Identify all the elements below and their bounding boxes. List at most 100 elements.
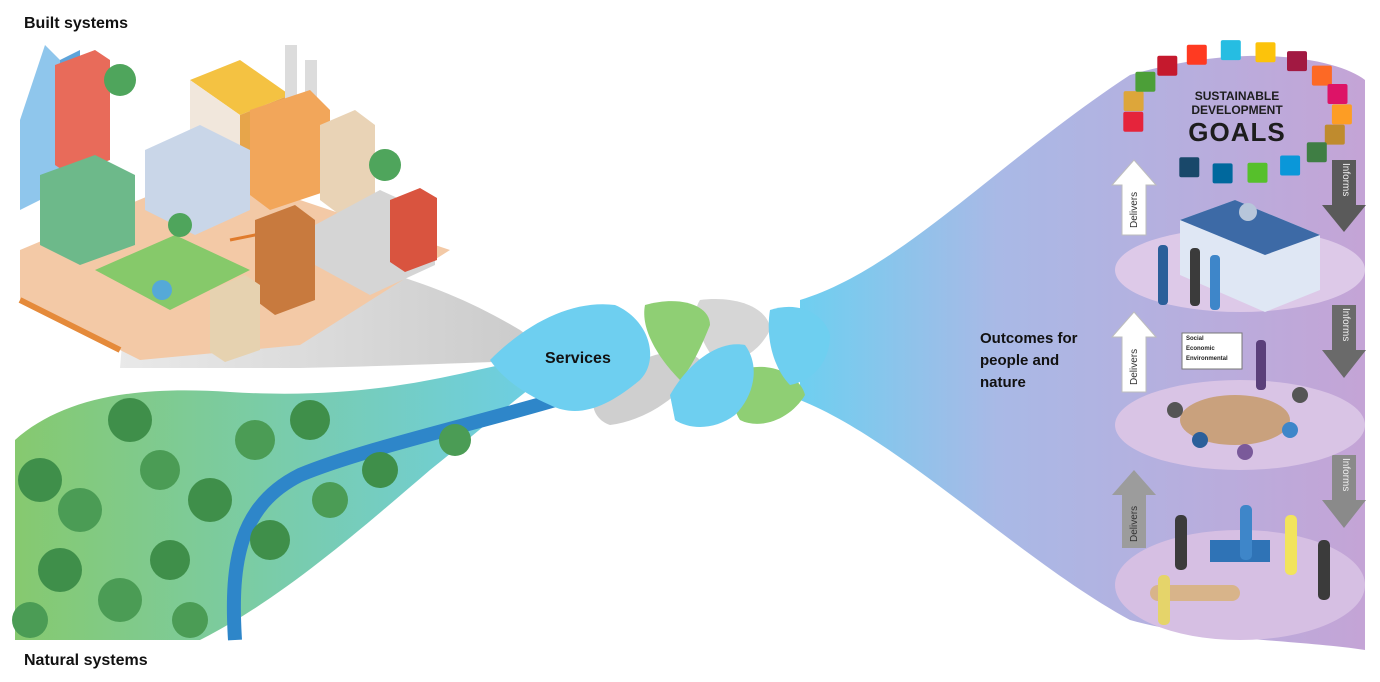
- orange-building: [250, 90, 330, 210]
- delivers-arrow: [1110, 311, 1158, 393]
- forest-tree: [235, 420, 275, 460]
- forest-tree: [250, 520, 290, 560]
- informs-label: Informs: [1340, 458, 1351, 492]
- person: [1190, 248, 1200, 306]
- green-office: [40, 155, 135, 265]
- person: [1158, 245, 1168, 305]
- beige-tower: [320, 110, 375, 215]
- meeting-scene: [1115, 332, 1365, 470]
- attendee: [1237, 444, 1253, 460]
- forest-tree: [58, 488, 102, 532]
- informs-label: Informs: [1340, 163, 1351, 197]
- sdg-tile: [1179, 157, 1200, 178]
- construction-scene: [1115, 505, 1365, 640]
- natural-systems-illustration: [12, 365, 560, 641]
- meeting-table: [1180, 395, 1290, 445]
- sdg-title-line1: SUSTAINABLE: [1194, 89, 1280, 103]
- sdg-tile: [1186, 44, 1207, 65]
- red-house: [390, 188, 437, 272]
- natural-systems-title: Natural systems: [24, 652, 148, 669]
- worker: [1158, 575, 1170, 625]
- braid-strand-blue-3: [768, 306, 830, 385]
- forest-tree: [98, 578, 142, 622]
- glass-tower: [20, 45, 60, 210]
- sdg-tile: [1280, 155, 1301, 176]
- informs-arrows: [1322, 160, 1366, 528]
- brick-apartment: [255, 205, 315, 315]
- sdg-tile: [1327, 84, 1348, 104]
- board-row: Environmental: [1186, 356, 1228, 362]
- worker: [1240, 505, 1252, 560]
- attendee: [1292, 387, 1308, 403]
- sdg-tile: [1324, 124, 1345, 145]
- scaffold-building: [210, 275, 260, 362]
- built-systems-title: Built systems: [24, 15, 129, 32]
- services-label: Services: [545, 350, 611, 367]
- whiteboard: [1181, 332, 1243, 370]
- forest-tree: [140, 450, 180, 490]
- delivers-label: Delivers: [1129, 505, 1140, 542]
- presenter: [1256, 340, 1266, 390]
- forest-tree: [188, 478, 232, 522]
- railway: [18, 297, 122, 353]
- attendee: [1282, 422, 1298, 438]
- timber-log: [1150, 585, 1240, 601]
- sdg-tile: [1255, 42, 1276, 63]
- forest-tree: [38, 548, 82, 592]
- delivers-label: Delivers: [1129, 348, 1140, 385]
- braid-strand-blue-2: [670, 344, 754, 427]
- sdg-tile: [1247, 162, 1268, 183]
- sdg-title-line3: GOALS: [1188, 117, 1286, 147]
- informs-arrow: [1322, 305, 1366, 378]
- forest-tree: [290, 400, 330, 440]
- city-plaza-grass: [95, 235, 250, 310]
- city-tree: [104, 64, 136, 96]
- forest-tree: [439, 424, 471, 456]
- worker: [1175, 515, 1187, 570]
- board-row: Economic: [1186, 346, 1215, 352]
- sdg-tile: [1212, 163, 1233, 184]
- braid-strand-grey-2: [695, 299, 770, 361]
- governance-scene: [1115, 200, 1365, 312]
- forest-tree: [108, 398, 152, 442]
- sdg-ring: [1123, 40, 1352, 184]
- sdg-tile: [1123, 111, 1144, 132]
- delivers-arrow: [1112, 470, 1156, 548]
- city-tree: [369, 149, 401, 181]
- informs-arrow: [1322, 160, 1366, 232]
- attendee: [1192, 432, 1208, 448]
- civic-building: [145, 125, 250, 235]
- braid-strand-blue-1: [490, 304, 651, 411]
- services-braid: [490, 299, 830, 427]
- sdg-tile: [1123, 91, 1144, 112]
- forest-tree: [18, 458, 62, 502]
- worker: [1318, 540, 1330, 600]
- sdg-tile: [1306, 142, 1327, 163]
- sdg-tile: [1220, 40, 1241, 61]
- fountain: [152, 280, 172, 300]
- sdg-tile: [1287, 51, 1307, 72]
- delivers-arrows: [1110, 159, 1158, 548]
- sdg-title-line2: DEVELOPMENT: [1191, 103, 1283, 117]
- outcomes-label: Outcomes for people and nature: [980, 330, 1078, 391]
- forest-tree: [362, 452, 398, 488]
- red-building: [55, 50, 110, 175]
- sdg-tile: [1135, 71, 1156, 92]
- forest-tree: [12, 602, 48, 638]
- informs-label: Informs: [1340, 308, 1351, 342]
- forest-tree: [312, 482, 348, 518]
- forest-trees: [12, 398, 471, 638]
- sdg-tile: [1331, 104, 1352, 125]
- person: [1210, 255, 1220, 310]
- built-systems-illustration: [18, 45, 560, 368]
- worker: [1285, 515, 1297, 575]
- forest-tree: [172, 602, 208, 638]
- sdg-tile: [1157, 55, 1178, 76]
- board-row: Social: [1186, 336, 1204, 342]
- attendee: [1167, 402, 1183, 418]
- delivers-label: Delivers: [1129, 191, 1140, 228]
- informs-arrow: [1322, 455, 1366, 528]
- sdg-tile: [1311, 65, 1332, 86]
- braid-strand-green-1: [644, 301, 710, 380]
